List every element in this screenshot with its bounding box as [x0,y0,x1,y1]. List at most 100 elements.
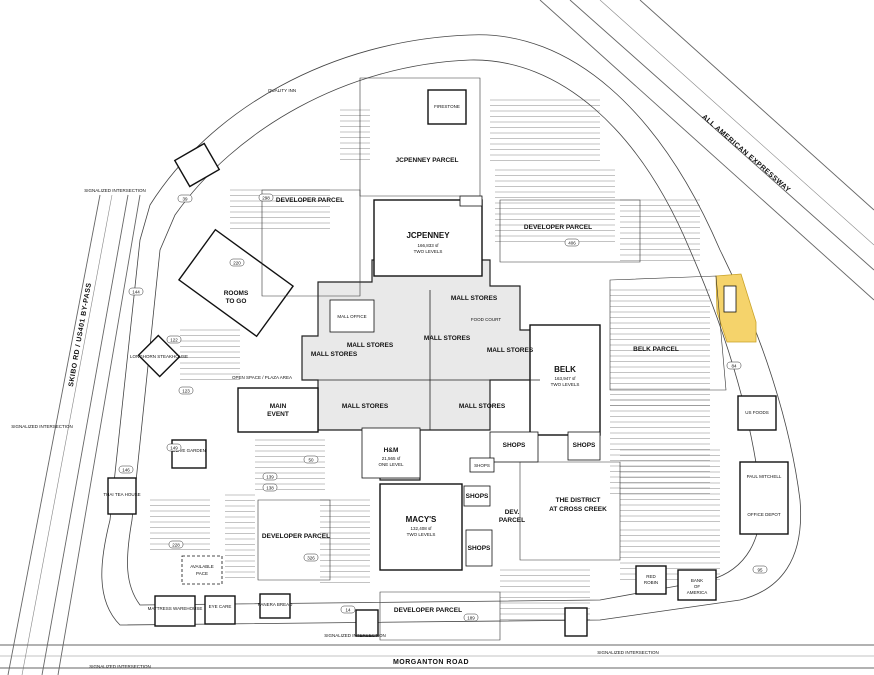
panera-building[interactable] [259,593,291,619]
parcel-id-text: 144 [132,290,140,295]
boa-line1: BANK [691,578,703,583]
main-event-building[interactable] [237,387,319,433]
developer-parcel-label-nw: DEVELOPER PARCEL [276,197,344,204]
parcel-id-text: 122 [170,338,178,343]
parcel-id-badge [258,193,274,202]
signal-label-sw: SIGNALIZED INTERSECTION [89,664,151,669]
parcel-id-badge [177,194,193,203]
shops-small[interactable] [469,457,495,473]
mall-office-block [329,299,375,333]
parcel-id-text: 146 [122,468,130,473]
macys-levels: TWO LEVELS [407,532,436,537]
parcel-id-text: 220 [233,261,241,266]
shops-label-5: SHOPS [474,463,490,468]
us-foods-label: US FOODS [745,410,769,415]
eye-care-building[interactable] [204,595,236,625]
parcel-id-badge [303,455,319,464]
hm-size: 21,565 sf [382,456,401,461]
parcel-id-badge [166,335,182,344]
parcel-id-badge [168,540,184,549]
red-robin-building[interactable] [635,565,667,595]
parcel-id-text: 298 [262,196,270,201]
longhorn-building[interactable] [137,334,181,378]
developer-parcel-label-s: DEVELOPER PARCEL [394,607,462,614]
parcel-id-badge [166,443,182,452]
parcel-id-text: 228 [172,543,180,548]
signal-label-nw: SIGNALIZED INTERSECTION [84,188,146,193]
mattress-warehouse-label: MATTRESS WAREHOUSE [148,606,203,611]
signal-label-w: SIGNALIZED INTERSECTION [11,424,73,429]
developer-parcel-label-sw: DEVELOPER PARCEL [262,533,330,540]
parcel-id-badge [262,472,278,481]
jcpenney-building[interactable] [373,199,483,277]
paul-mitchell-label: PAUL MITCHELL [747,474,782,479]
quality-inn-pad[interactable] [173,142,221,188]
firestone-label: FIRESTONE [434,104,460,109]
macys-building[interactable] [379,483,463,571]
main-event-line1: MAIN [270,403,287,410]
mall-office-label: MALL OFFICE [337,314,366,319]
highlighted-pad-building [723,285,737,313]
available-pad[interactable] [181,555,223,585]
jcpenney-dock [459,195,483,207]
outparcel-buildings [107,89,789,637]
hm-levels: ONE LEVEL [378,462,404,467]
shops-west-2[interactable] [465,529,493,567]
parcel-outlines [257,77,727,641]
belk-building[interactable] [529,324,601,436]
parcel-id-text: 139 [266,475,274,480]
rooms-to-go-building[interactable] [177,228,295,338]
signal-label-se: SIGNALIZED INTERSECTION [597,650,659,655]
shops-west-1[interactable] [463,485,491,507]
red-robin-line1: RED [646,574,656,579]
west-bypass [7,194,141,675]
south-road [0,644,874,669]
firestone-building[interactable] [427,89,467,125]
mattress-warehouse-building[interactable] [154,595,196,627]
parcel-id-badge [303,553,319,562]
belk-parcel-label: BELK PARCEL [633,346,679,353]
macys-label: MACY'S [406,515,437,524]
east-expressway [539,0,874,301]
boa-line2: OF [694,584,701,589]
parcel-id-text: 123 [182,389,190,394]
rooms-to-go-line2: TO GO [226,298,247,305]
small-pad-south[interactable] [355,609,379,637]
jcpenney-label: JCPENNEY [406,231,450,240]
thai-building[interactable] [107,477,137,515]
boa-line3: AMERICA [687,590,708,595]
olive-garden-building[interactable] [171,439,207,469]
parcel-id-badge [726,361,742,370]
shops-east-2[interactable] [567,431,601,461]
hm-building[interactable] [361,427,421,479]
district-line2: AT CROSS CREEK [549,506,607,513]
shops-east-1[interactable] [489,431,539,463]
pad-south-east[interactable] [564,607,588,637]
signal-label-s: SIGNALIZED INTERSECTION [324,633,386,638]
belk-label: BELK [554,365,576,374]
office-depot-label: OFFICE DEPOT [747,512,781,517]
parcel-id-text: 95 [757,568,763,573]
mall-stores-label-2: MALL STORES [424,335,471,342]
parcel-id-badge [118,465,134,474]
parcel-id-badge [463,613,479,622]
east-road-label: ALL AMERICAN EXPRESSWAY [700,114,791,195]
mall-stores-label-5: MALL STORES [342,403,389,410]
belk-levels: TWO LEVELS [551,382,580,387]
parcel-id-badge [229,258,245,267]
office-depot-building[interactable] [739,461,789,535]
bank-of-america-building[interactable] [677,569,717,601]
inner-ring-road [127,59,762,606]
parcel-id-text: 14 [345,608,351,613]
rooms-to-go-line1: ROOMS [224,290,249,297]
parcel-id-badge [752,565,768,574]
parcel-id-text: 50 [308,458,314,463]
parcel-id-text: 406 [568,241,576,246]
eye-care-label: EYE CARE [209,604,232,609]
us-foods-building[interactable] [737,395,777,431]
quality-inn-label: QUALITY INN [268,88,296,93]
district-line1: THE DISTRICT [556,497,601,504]
jcpenney-levels: TWO LEVELS [414,249,443,254]
